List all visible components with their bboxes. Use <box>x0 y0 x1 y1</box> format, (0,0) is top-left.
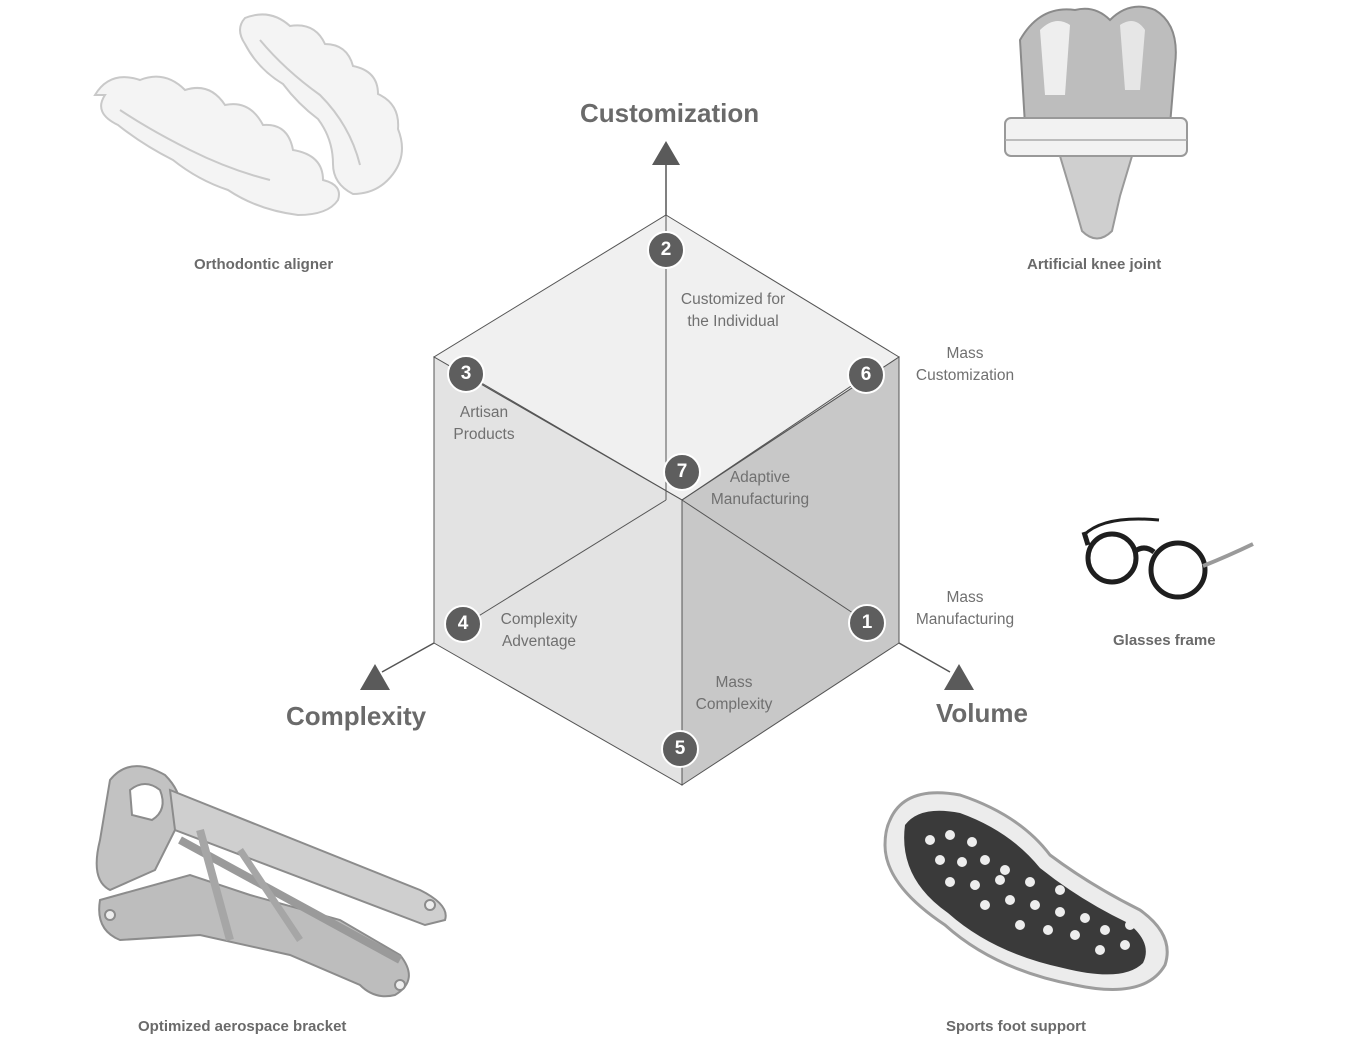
volume-axis-label: Volume <box>936 698 1028 728</box>
aligner-image <box>93 13 403 217</box>
region-label-complexity-adventage: Complexity Adventage <box>500 611 578 650</box>
volume-axis <box>898 642 951 673</box>
caption-artificial-knee-joint: Artificial knee joint <box>1027 256 1162 273</box>
knee-joint-image <box>1004 5 1188 240</box>
customization-arrowhead <box>652 141 680 165</box>
customization-axis-label: Customization <box>580 98 760 128</box>
cube-right-face <box>681 356 900 786</box>
divider-line <box>465 373 683 501</box>
divider-line <box>463 499 667 626</box>
region-badge-4: 4 <box>444 605 482 643</box>
aerospace-bracket-image <box>95 765 447 998</box>
region-badge-1: 1 <box>848 604 886 642</box>
complexity-axis-label: Complexity <box>286 701 427 731</box>
caption-sports-foot-support: Sports foot support <box>946 1018 1086 1035</box>
region-badge-5: 5 <box>661 730 699 768</box>
complexity-arrowhead <box>360 664 390 690</box>
complexity-axis <box>381 642 435 673</box>
foot-support-image <box>883 791 1169 991</box>
caption-orthodontic-aligner: Orthodontic aligner <box>194 256 334 273</box>
region-badge-6: 6 <box>847 356 885 394</box>
volume-arrowhead <box>944 664 974 690</box>
region-label-mass-customization: Mass Customization <box>915 345 1015 384</box>
region-label-customized-individual: Customized for the Individual <box>680 291 786 330</box>
region-label-mass-manufacturing: Mass Manufacturing <box>915 589 1015 628</box>
region-badge-2: 2 <box>647 231 685 269</box>
glasses-image <box>1081 517 1254 600</box>
divider-line <box>681 375 867 501</box>
region-label-adaptive-manufacturing: Adaptive Manufacturing <box>710 469 810 508</box>
region-label-artisan-products: Artisan Products <box>453 404 515 443</box>
caption-glasses-frame: Glasses frame <box>1113 632 1216 649</box>
region-badge-7: 7 <box>663 453 701 491</box>
region-badge-3: 3 <box>447 355 485 393</box>
region-label-mass-complexity: Mass Complexity <box>695 674 773 713</box>
divider-line <box>681 499 869 624</box>
caption-aerospace-bracket: Optimized aerospace bracket <box>138 1018 347 1035</box>
